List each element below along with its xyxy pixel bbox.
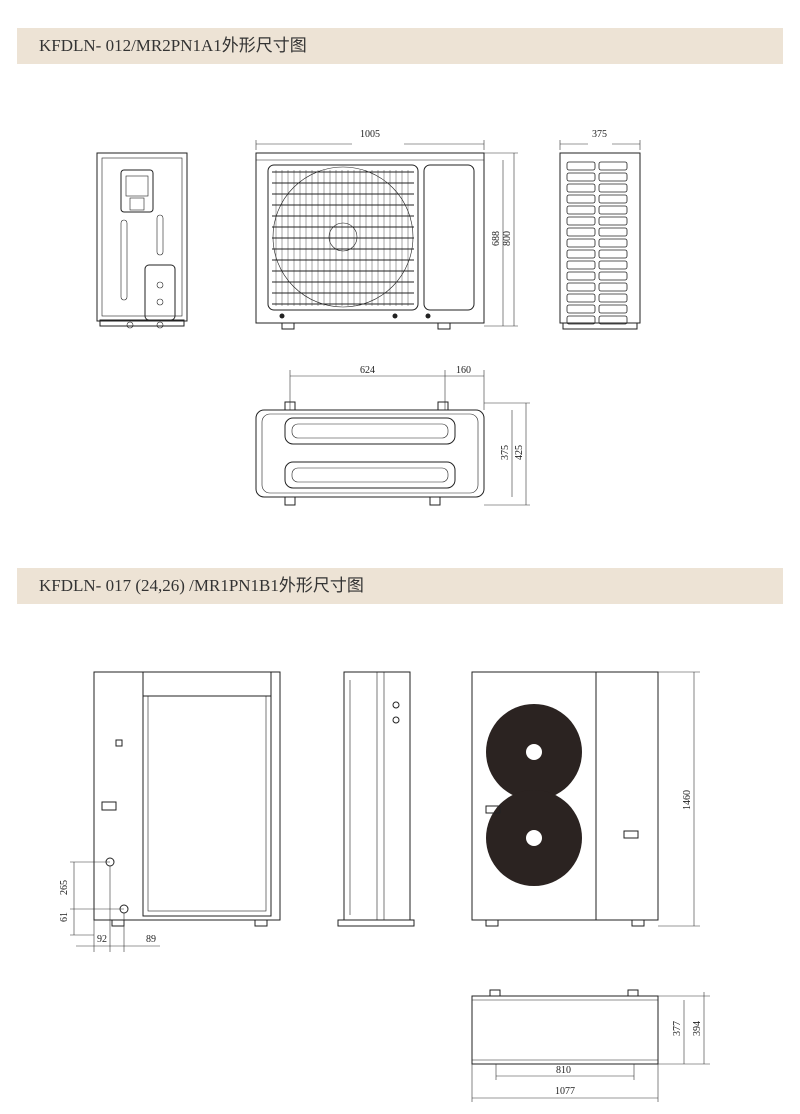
fan-grille (272, 170, 414, 306)
fin-slot (598, 172, 628, 182)
unit1-front-view: 1005 688 800 (255, 129, 518, 330)
section-header-017: KFDLN- 017 (24,26) /MR1PN1B1外形尺寸图 (17, 568, 783, 604)
fin-slot (598, 249, 628, 259)
fin-slot (598, 271, 628, 281)
dim-span-624: 624 (360, 365, 375, 376)
fin-slot (598, 194, 628, 204)
dim-height-1460: 1460 (682, 790, 693, 810)
dim-pipe-89: 89 (146, 934, 156, 945)
fin-slot (566, 238, 596, 248)
fin-slot (566, 227, 596, 237)
fin-slot (598, 161, 628, 171)
fin-slot (566, 172, 596, 182)
fin-slot (566, 282, 596, 292)
dim-width-1077: 1077 (555, 1086, 575, 1097)
dim-depth-394: 394 (692, 1021, 703, 1036)
fin-slot (566, 304, 596, 314)
dim-height-688: 688 (491, 231, 502, 246)
fin-slot (598, 315, 628, 325)
dim-depth-375: 375 (592, 129, 607, 140)
fin-slot (566, 293, 596, 303)
fin-slot (598, 238, 628, 248)
dim-top-425: 425 (514, 445, 525, 460)
fin-slot (566, 260, 596, 270)
fin-slot (566, 249, 596, 259)
section-header-012: KFDLN- 012/MR2PN1A1外形尺寸图 (17, 28, 783, 64)
dim-side-160: 160 (456, 365, 471, 376)
fin-slot (566, 271, 596, 281)
dim-pipe-61: 61 (59, 912, 70, 922)
fin-slot (598, 227, 628, 237)
fin-slot (566, 216, 596, 226)
fin-slot (598, 183, 628, 193)
fin-slot (598, 260, 628, 270)
unit1-right-view: 375 (559, 129, 641, 330)
unit2-side-view: 265 61 92 89 (59, 671, 281, 952)
unit1-top-view: 624 160 375 425 (255, 365, 530, 506)
dim-depth-377: 377 (672, 1021, 683, 1036)
dim-pipe-265: 265 (59, 880, 70, 895)
fin-slot (566, 161, 596, 171)
fin-slot (598, 304, 628, 314)
fin-slot (598, 293, 628, 303)
unit1-side-view (96, 152, 188, 329)
fin-slot (598, 205, 628, 215)
dim-height-800: 800 (502, 231, 513, 246)
unit2-front-view: 1460 (471, 671, 700, 927)
heat-exchanger-fins (566, 161, 628, 325)
unit2-top-view: 377 394 810 1077 (471, 989, 710, 1102)
dim-width-1005: 1005 (360, 129, 380, 140)
fin-slot (566, 205, 596, 215)
fin-slot (566, 183, 596, 193)
unit2-narrow-view (337, 671, 415, 927)
dim-foot-810: 810 (556, 1065, 571, 1076)
fin-slot (566, 315, 596, 325)
fin-slot (598, 216, 628, 226)
fin-slot (566, 194, 596, 204)
fin-slot (598, 282, 628, 292)
dim-pipe-92: 92 (97, 934, 107, 945)
dim-top-375: 375 (500, 445, 511, 460)
